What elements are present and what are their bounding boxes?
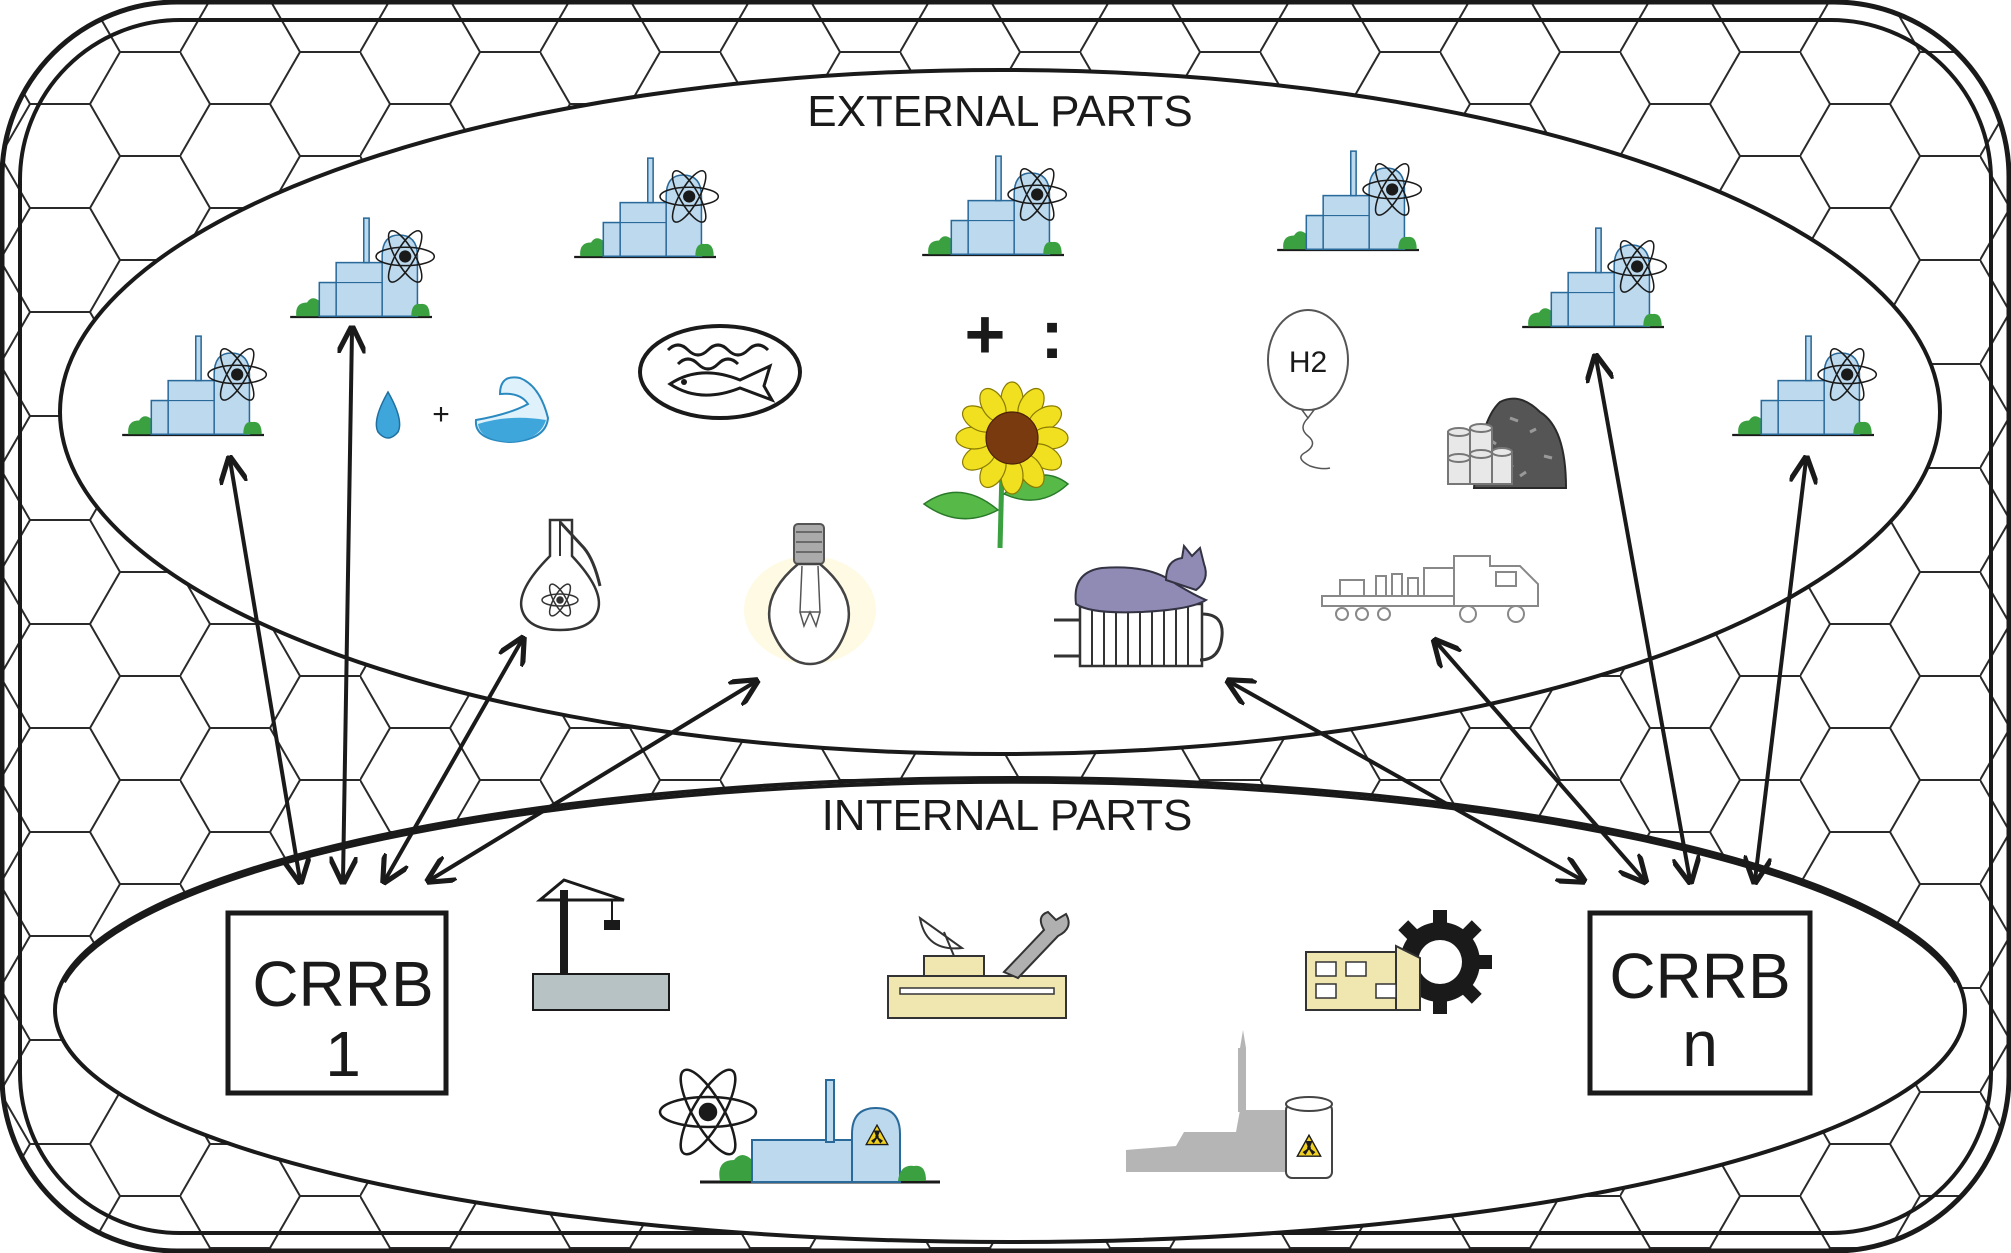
- hydrogen-balloon-icon: [1267, 309, 1349, 470]
- construction-crane-icon: [532, 878, 670, 1011]
- crrb-n-number: n: [1682, 1008, 1718, 1080]
- coal-and-barrels-icon: [1447, 397, 1568, 489]
- arrow-crrb1-plant-a: [230, 460, 300, 880]
- external-parts-title: EXTERNAL PARTS: [807, 87, 1193, 136]
- water-basin-icon: [474, 376, 550, 444]
- crrb-1-label: CRRB: [252, 948, 433, 1020]
- crrb-1-number: 1: [325, 1018, 361, 1090]
- light-bulb-icon: [744, 523, 876, 666]
- factory-gear-icon: [1305, 910, 1492, 1014]
- plus-sign: +: [965, 295, 1006, 373]
- crrb-1-box: [225, 910, 449, 1096]
- hydrogen-label: H2: [1289, 346, 1327, 379]
- nuclear-plant-radioactive-icon: [658, 1068, 940, 1184]
- colon-sign: :: [1040, 295, 1063, 373]
- crrb-n-label: CRRB: [1609, 940, 1790, 1012]
- fish-icon: [638, 324, 802, 420]
- transport-truck-icon: [1321, 555, 1539, 623]
- sunflower-icon: [922, 381, 1070, 549]
- connection-arrows: [230, 330, 1806, 880]
- water-drop-icon: [375, 390, 401, 439]
- crrb-n-box: [1587, 910, 1813, 1096]
- arrow-crrb1-bulb: [430, 682, 755, 880]
- radioactive-waste-plant-icon: [1126, 1030, 1333, 1179]
- arrow-crrb1-plant-b: [343, 330, 352, 880]
- cat-on-radiator-icon: [1054, 543, 1224, 668]
- plus-sign-small: +: [432, 398, 450, 431]
- laboratory-flask-icon: [519, 518, 602, 632]
- internal-parts-title: INTERNAL PARTS: [822, 791, 1193, 840]
- arrow-crrbn-plant-a: [1596, 358, 1690, 880]
- arrow-crrbn-plant-b: [1755, 460, 1806, 880]
- satellite-and-wrench-icon: [887, 910, 1070, 1019]
